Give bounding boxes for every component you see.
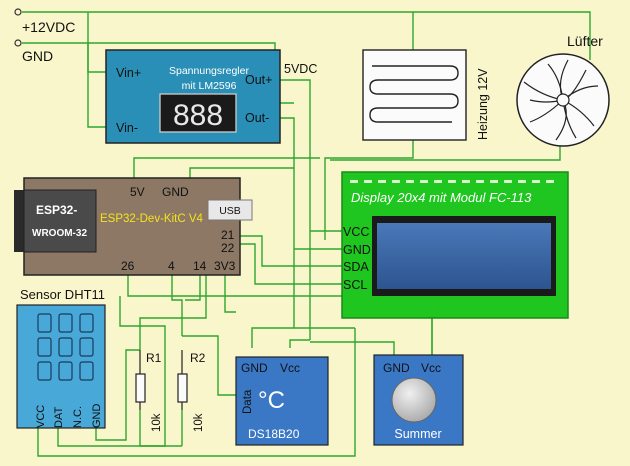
esp32-pin-26: 26 — [121, 259, 135, 273]
esp32-pin-5v: 5V — [130, 185, 145, 199]
ds18b20-pin-data: Data — [242, 389, 254, 414]
buzzer-disc-icon — [391, 377, 437, 423]
dht-pin-vcc: VCC — [35, 405, 47, 428]
wire-pin4 — [171, 275, 183, 336]
r1-name: R1 — [146, 351, 162, 365]
wire-lcd-scl — [238, 243, 342, 285]
regulator-display-digits: 888 — [173, 99, 223, 132]
buzzer-pin-gnd: GND — [383, 361, 410, 375]
ds18b20-sensor: GND Vcc Data °C DS18B20 — [235, 356, 329, 446]
wire-gnd-bus — [22, 42, 106, 128]
lcd-pin-gnd: GND — [343, 243, 371, 257]
wire-lcd-sda — [238, 235, 342, 267]
r2-value: 10k — [193, 413, 205, 432]
label-gnd: GND — [22, 48, 53, 64]
wire-dht-vcc — [37, 428, 356, 457]
esp32-board-name: ESP32-Dev-KitC V4 — [100, 213, 204, 225]
wire-regulator-gnd-down — [280, 117, 295, 264]
ds18b20-pin-gnd: GND — [241, 361, 268, 375]
wire-fan-bottom — [330, 140, 561, 161]
r2-body — [177, 373, 188, 403]
heater-frame — [362, 49, 467, 141]
fan: Lüfter — [516, 33, 610, 147]
lcd-title: Display 20x4 mit Modul FC-113 — [351, 190, 532, 205]
wire-3v3 — [224, 275, 236, 313]
dht-pin-gnd: GND — [91, 404, 103, 429]
esp32-pin-22: 22 — [221, 241, 235, 255]
buzzer-name: Summer — [394, 427, 441, 441]
resistor-r2: R2 10k — [177, 350, 206, 432]
ds18b20-pin-vcc: Vcc — [280, 361, 300, 375]
wire-pin14 — [185, 275, 201, 301]
esp32-pin-21: 21 — [221, 228, 235, 242]
heater: Heizung 12V — [362, 49, 490, 141]
esp32-pin-4: 4 — [168, 259, 175, 273]
lcd-pin-sda: SDA — [343, 260, 369, 274]
regulator-title-line2: mit LM2596 — [182, 80, 237, 92]
esp32-chip-line2: WROOM-32 — [32, 228, 87, 239]
esp32-module — [23, 189, 97, 253]
heater-label: Heizung 12V — [476, 68, 490, 140]
r1-value: 10k — [151, 413, 163, 432]
regulator-vin-plus: Vin+ — [116, 66, 141, 80]
wire-dht-bus — [119, 296, 166, 447]
wire-pin14-r1 — [139, 275, 207, 350]
wire-ds-gnd — [251, 327, 294, 348]
power-input: +12VDC GND — [14, 8, 75, 64]
wire-ds-vcc — [289, 339, 310, 348]
lcd-pin-scl: SCL — [343, 278, 367, 292]
regulator-title-line1: Spannungsregler — [169, 65, 249, 77]
buzzer-pin-vcc: Vcc — [421, 361, 441, 375]
lcd-screen — [377, 223, 551, 289]
wire-5v-out — [280, 79, 311, 340]
ds18b20-name: DS18B20 — [248, 427, 300, 441]
dht-pin-dat: DAT — [53, 407, 65, 428]
wire-12v-bus — [22, 11, 591, 60]
regulator-vin-minus: Vin- — [116, 121, 138, 135]
lcd-pin-vcc: VCC — [343, 225, 369, 239]
regulator-out-minus: Out- — [245, 111, 269, 125]
wire-12v-vin — [87, 12, 106, 73]
ds18b20-symbol: °C — [258, 387, 285, 414]
dht-title: Sensor DHT11 — [20, 287, 105, 302]
esp32-pin-3v3: 3V3 — [214, 259, 236, 273]
label-12v: +12VDC — [22, 19, 75, 35]
dht-grid-icon — [37, 313, 94, 381]
esp32-pin-14: 14 — [193, 259, 207, 273]
terminal-gnd[interactable] — [14, 39, 22, 47]
dht-pin-nc: N.C. — [72, 406, 84, 428]
wire-r2-ds-data — [182, 335, 236, 396]
esp32-board: ESP32- WROOM-32 ESP32-Dev-KitC V4 USB 5V… — [14, 177, 253, 276]
wire-dht-gnd — [95, 349, 140, 441]
buzzer: GND Vcc Summer — [373, 354, 464, 446]
esp32-pin-gnd: GND — [162, 185, 189, 199]
esp32-usb-label: USB — [219, 205, 241, 217]
r2-name: R2 — [190, 351, 206, 365]
lcd-header-pins — [350, 180, 554, 183]
lcd-display: Display 20x4 mit Modul FC-113 VCC GND SD… — [341, 171, 569, 319]
fan-label: Lüfter — [567, 33, 603, 49]
esp32-chip-line1: ESP32- — [36, 203, 77, 217]
terminal-12v[interactable] — [14, 8, 22, 16]
regulator-display — [159, 93, 237, 133]
fan-hub — [556, 93, 570, 107]
esp32-usb-port[interactable] — [207, 199, 253, 221]
wire-esp-gnd — [189, 167, 294, 178]
resistor-r1: R1 10k — [135, 350, 163, 432]
wire-heater-bottom — [324, 140, 414, 240]
ds18b20-body — [235, 356, 329, 446]
heater-element-icon — [369, 65, 459, 123]
wire-esp-5v — [133, 157, 320, 178]
regulator-out-plus: Out+ — [245, 73, 272, 87]
regulator-output-voltage: 5VDC — [284, 62, 317, 76]
r1-body — [135, 373, 146, 403]
voltage-regulator: Spannungsregler mit LM2596 888 Vin+ Vin-… — [105, 49, 317, 144]
dht11-sensor: Sensor DHT11 VCC DAT N.C. GND — [16, 287, 106, 429]
esp32-antenna-strip — [14, 190, 26, 252]
wire-dht-dat — [57, 428, 182, 447]
